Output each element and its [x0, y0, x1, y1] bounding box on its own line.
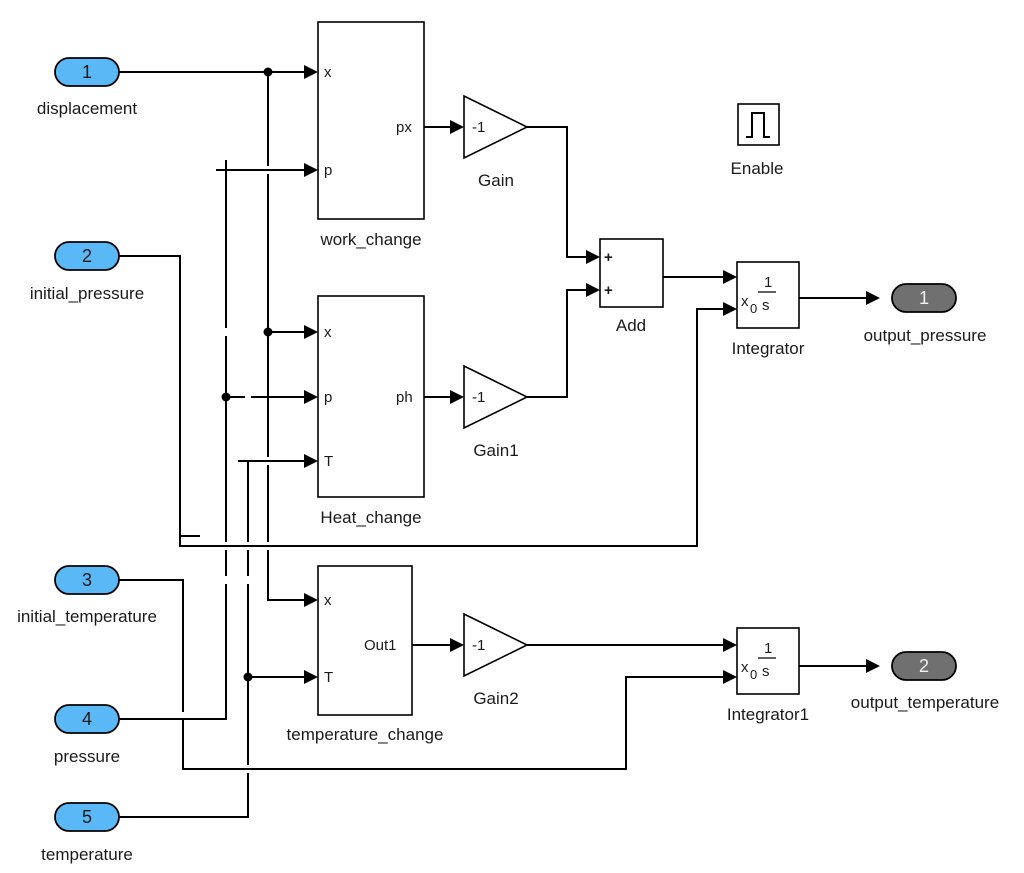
pulse-icon [746, 112, 770, 138]
inport-2[interactable]: 2 initial_pressure [30, 241, 144, 303]
wire-pressure[interactable] [119, 169, 304, 720]
work-change-label: work_change [319, 230, 421, 249]
outport-1-label: output_pressure [864, 326, 987, 345]
temperature-change-port-T: T [324, 669, 333, 686]
integrator-ic-subscript: 0 [750, 301, 757, 316]
gain2-label: Gain2 [473, 689, 518, 708]
outport-1-number: 1 [919, 288, 929, 308]
inport-4-label: pressure [54, 747, 120, 766]
inport-4-number: 4 [82, 709, 92, 729]
wire-initial-pressure[interactable] [119, 255, 723, 547]
outport-2-label: output_temperature [851, 693, 999, 712]
enable-label: Enable [731, 159, 784, 178]
integrator1-label: Integrator1 [727, 705, 809, 724]
subsystem-heat-change[interactable]: x p T ph Heat_change [317, 295, 425, 527]
add-block[interactable]: + + Add [599, 238, 664, 335]
temperature-change-port-x: x [324, 592, 332, 609]
arrowheads [304, 65, 880, 684]
inport-4[interactable]: 4 pressure [54, 704, 120, 766]
crossing-overlays [119, 160, 304, 770]
integrator1-ic: x [741, 659, 749, 676]
temperature-change-port-out1: Out1 [364, 637, 397, 654]
heat-change-port-T: T [324, 453, 333, 470]
inport-1-number: 1 [82, 62, 92, 82]
inport-3-number: 3 [82, 570, 92, 590]
subsystem-work-change[interactable]: x p px work_change [317, 21, 425, 249]
inport-5-label: temperature [41, 845, 133, 864]
integrator-ic: x [741, 293, 749, 310]
wire-displacement-trunk[interactable] [267, 72, 304, 601]
crossing-gaps [179, 166, 271, 773]
work-change-port-p: p [324, 162, 332, 179]
outport-1[interactable]: 1 output_pressure [864, 283, 987, 345]
subsystem-temperature-change[interactable]: x T Out1 temperature_change [287, 565, 444, 744]
add-label: Add [616, 316, 646, 335]
inport-1[interactable]: 1 displacement [37, 57, 137, 118]
integrator-denominator: s [762, 297, 770, 314]
inport-5-number: 5 [82, 807, 92, 827]
inport-3[interactable]: 3 initial_temperature [17, 565, 157, 626]
outport-2-number: 2 [919, 656, 929, 676]
heat-change-port-ph: ph [396, 389, 413, 406]
junction-dots [221, 67, 273, 682]
wire-gain-add[interactable] [527, 126, 586, 258]
gain-label: Gain [478, 171, 514, 190]
integrator1-numerator: 1 [764, 640, 772, 657]
integrator-label: Integrator [732, 339, 805, 358]
work-change-port-px: px [396, 119, 412, 136]
inport-1-label: displacement [37, 99, 137, 118]
work-change-port-x: x [324, 64, 332, 81]
integrator1-block[interactable]: 1 s x 0 Integrator1 [727, 627, 809, 724]
gain1-block[interactable]: -1 Gain1 [463, 364, 529, 460]
integrator1-ic-subscript: 0 [750, 667, 757, 682]
inport-5[interactable]: 5 temperature [41, 802, 133, 864]
outport-2[interactable]: 2 output_temperature [851, 651, 999, 712]
heat-change-label: Heat_change [320, 508, 421, 527]
inport-2-number: 2 [82, 246, 92, 266]
gain2-value: -1 [472, 637, 485, 654]
integrator-block[interactable]: 1 s x 0 Integrator [732, 261, 805, 358]
add-sign-2: + [604, 282, 613, 299]
integrator1-denominator: s [762, 663, 770, 680]
wire-gain1-add[interactable] [527, 289, 586, 398]
heat-change-port-p: p [324, 389, 332, 406]
wire-temperature[interactable] [119, 460, 304, 818]
inport-2-label: initial_pressure [30, 284, 144, 303]
gain2-block[interactable]: -1 Gain2 [463, 612, 529, 708]
add-sign-1: + [604, 249, 613, 266]
temperature-change-label: temperature_change [287, 725, 444, 744]
gain-block[interactable]: -1 Gain [463, 94, 529, 190]
integrator-numerator: 1 [764, 274, 772, 291]
heat-change-port-x: x [324, 324, 332, 341]
inport-3-label: initial_temperature [17, 607, 157, 626]
gain1-label: Gain1 [473, 441, 518, 460]
gain1-value: -1 [472, 389, 485, 406]
enable-block[interactable]: Enable [731, 103, 784, 178]
gain-value: -1 [472, 119, 485, 136]
